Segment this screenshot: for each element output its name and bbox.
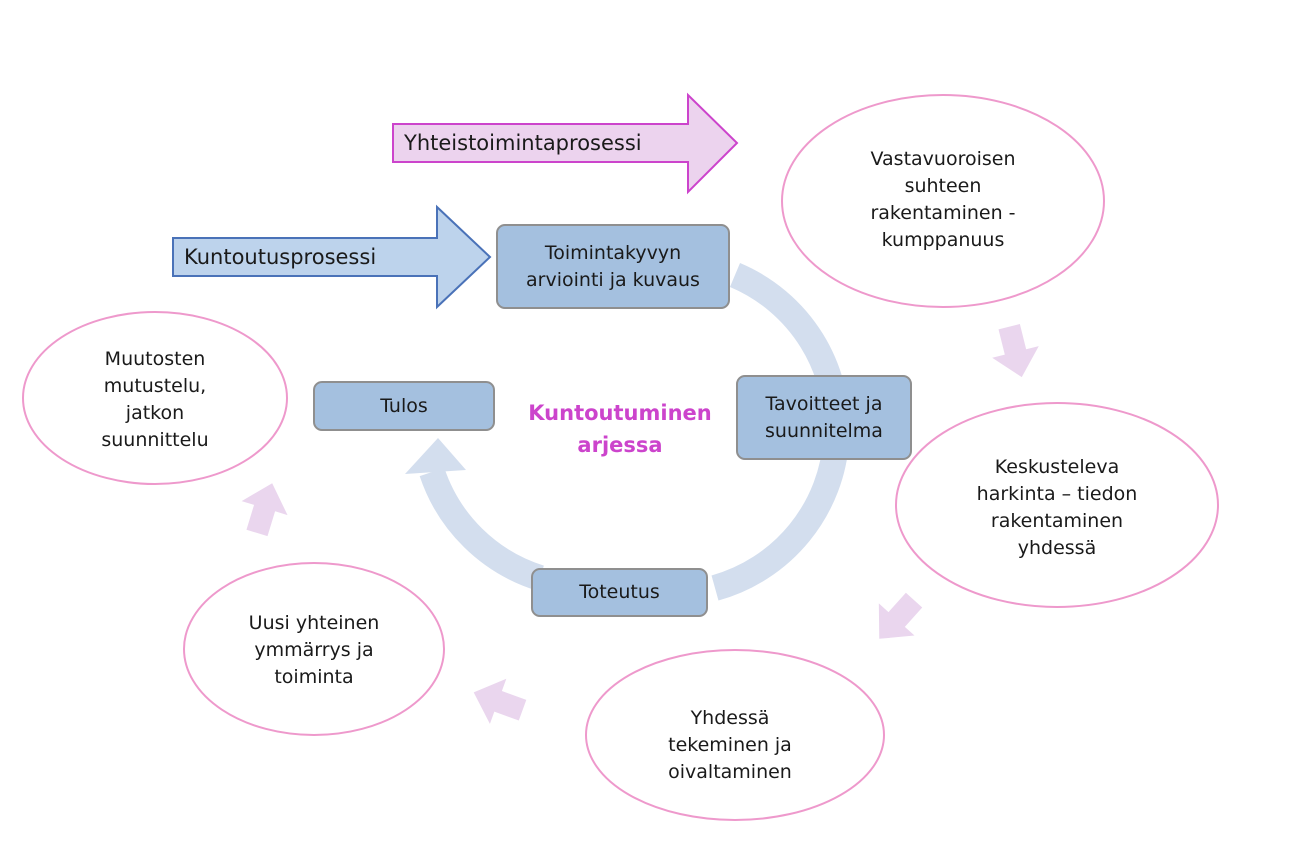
flow-arrow-2 bbox=[878, 592, 923, 639]
cycle-box-assessment: Toimintakyvyn arviointi ja kuvaus bbox=[496, 224, 730, 309]
cycle-ring-arrowhead bbox=[405, 438, 466, 474]
rehabilitation-process-arrow bbox=[172, 204, 492, 310]
ellipse-partnership-label: Vastavuoroisen suhteen rakentaminen - ku… bbox=[870, 148, 1016, 251]
collaboration-process-label: Yhteistoimintaprosessi bbox=[404, 131, 642, 155]
cycle-box-result: Tulos bbox=[313, 381, 495, 431]
rehabilitation-process-label: Kuntoutusprosessi bbox=[184, 245, 377, 269]
collaboration-process-arrow bbox=[392, 92, 739, 195]
ellipse-deliberation-label: Keskusteleva harkinta – tiedon rakentami… bbox=[976, 456, 1138, 559]
ellipse-doing-together bbox=[585, 649, 885, 821]
flow-arrow-3 bbox=[473, 678, 527, 724]
cycle-center-label: Kuntoutuminen arjessa bbox=[528, 401, 712, 457]
ellipse-shared-understanding-label: Uusi yhteinen ymmärrys ja toiminta bbox=[248, 611, 380, 688]
flow-arrow-1 bbox=[992, 324, 1039, 378]
ellipse-doing-together-label: Yhdessä tekeminen ja oivaltaminen bbox=[668, 706, 792, 783]
ellipse-reflection bbox=[22, 311, 288, 485]
ellipse-shared-understanding bbox=[183, 562, 445, 736]
ellipse-partnership bbox=[781, 94, 1105, 308]
cycle-ring-left bbox=[419, 467, 545, 591]
cycle-box-implementation: Toteutus bbox=[531, 568, 708, 617]
cycle-box-goals: Tavoitteet ja suunnitelma bbox=[736, 375, 912, 460]
ellipse-reflection-label: Muutosten mutustelu, jatkon suunnittelu bbox=[101, 348, 209, 451]
ellipse-deliberation bbox=[895, 402, 1219, 608]
flow-arrow-4 bbox=[241, 483, 288, 537]
